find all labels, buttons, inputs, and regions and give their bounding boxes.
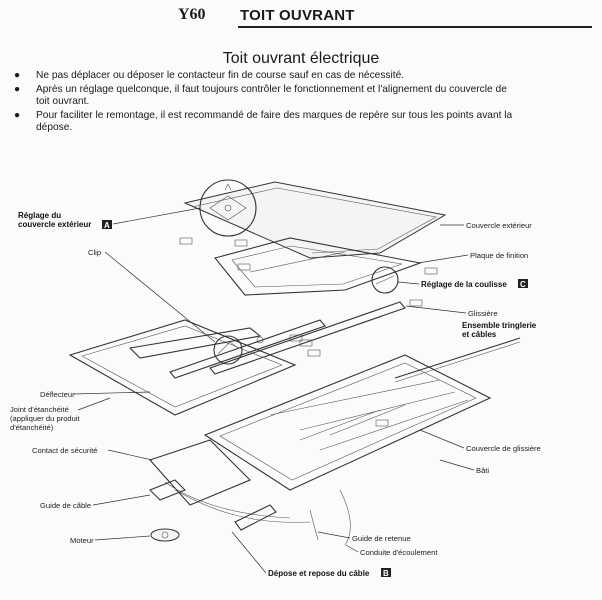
label-contact: Contact de sécurité [32,446,97,455]
instruction-item: ● Ne pas déplacer ou déposer le contacte… [14,70,594,83]
instruction-text-cont: toit ouvrant. [36,96,90,107]
label-ensemble-1: Ensemble tringlerie [462,321,537,330]
box-b-letter: B [383,569,389,578]
label-conduite: Conduite d'écoulement [360,548,438,557]
cable-assembly-part [164,337,521,546]
label-joint-2: (appliquer du produit [10,414,81,423]
label-joint-1: Joint d'étanchéité [10,405,69,414]
label-ensemble-2: et câbles [462,330,497,339]
bullet-icon: ● [14,70,21,81]
section-title: Toit ouvrant électrique [222,50,380,67]
section-code: Y60 [178,6,206,23]
box-c-letter: C [520,280,526,289]
instruction-text: Après un réglage quelconque, il faut tou… [36,83,507,95]
finish-plate-part [214,237,423,296]
label-deflecteur: Déflecteur [40,390,75,399]
bullet-icon: ● [14,109,21,121]
box-a-badge [102,220,112,229]
instruction-text-cont: dépose. [36,122,73,133]
label-depose-cable: Dépose et repose du câble [268,569,370,578]
box-b-badge [381,568,391,577]
part-tags [179,237,438,427]
slide-adjustment-c-detail [371,266,399,294]
bullet-icon: ● [14,83,21,95]
label-moteur: Moteur [70,536,94,545]
box-a-letter: A [104,221,110,230]
label-plaque-finition: Plaque de finition [470,251,528,260]
deflector-part [68,319,297,416]
page-header: Y60 TOIT OUVRANT [0,0,602,30]
instruction-text: Pour faciliter le remontage, il est reco… [36,109,513,121]
label-guide-cable: Guide de câble [40,501,91,510]
label-glissiere: Glissière [468,309,498,318]
instruction-item: ● Pour faciliter le remontage, il est re… [14,110,594,135]
label-reglage-coulisse: Réglage de la coulisse [421,280,507,289]
slide-rail-part [169,301,406,379]
outer-cover-part [183,181,447,259]
label-couvercle-exterieur: Couvercle extérieur [466,221,532,230]
instruction-item: ● Après un réglage quelconque, il faut t… [14,84,594,109]
frame-part [149,354,492,506]
label-clip: Clip [88,248,101,257]
retainer-guide-part [234,504,319,541]
label-bati: Bâti [476,466,489,475]
exploded-view-diagram: Réglage du couvercle extérieur A Clip Co… [10,179,541,578]
motor-part [149,479,186,542]
label-guide-retenue: Guide de retenue [352,534,411,543]
chapter-title: TOIT OUVRANT [240,7,355,24]
label-reglage-couvercle-1: Réglage du [18,211,61,220]
label-reglage-couvercle-2: couvercle extérieur [18,220,91,229]
instruction-list: ● Ne pas déplacer ou déposer le contacte… [14,70,594,136]
label-joint-3: d'étanchéité) [10,423,54,432]
instruction-text: Ne pas déplacer ou déposer le contacteur… [36,70,405,81]
box-c-badge [518,279,528,288]
label-couvercle-glissiere: Couvercle de glissière [466,444,541,453]
header-rule [238,26,592,28]
